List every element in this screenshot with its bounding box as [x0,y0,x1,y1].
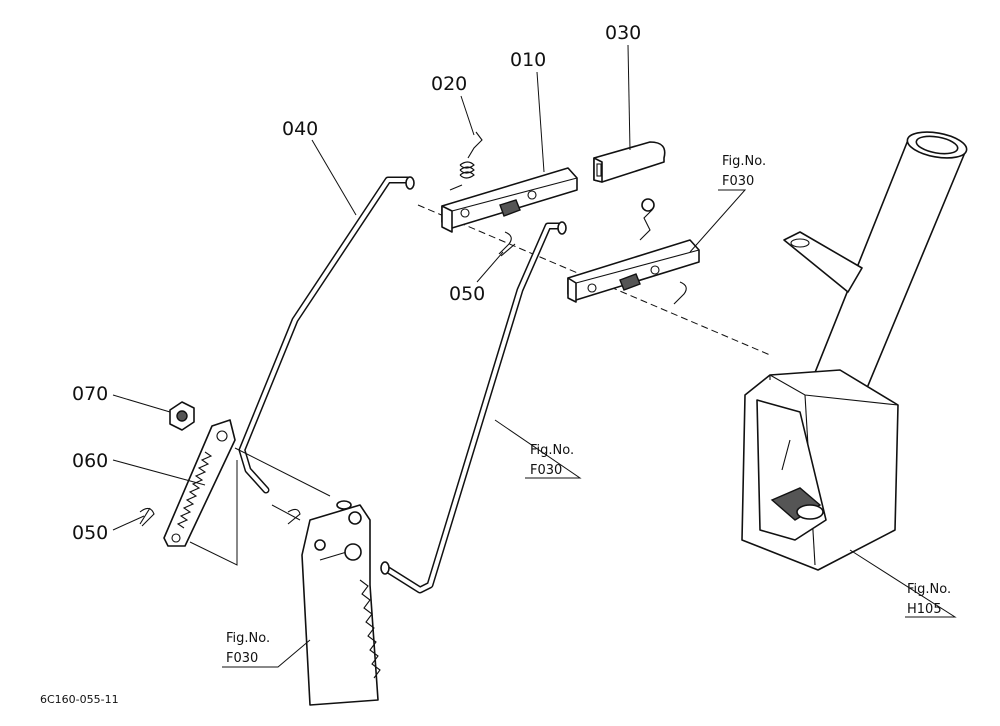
clip-pin-050-lower [139,507,155,527]
fig-ref-bottom-right-number: H105 [907,602,942,617]
clip-pin-050-upper [498,231,516,257]
nut-070 [169,401,195,431]
callout-060: 060 [72,450,108,472]
fig-ref-top-right-number: F030 [722,174,754,189]
fig-ref-top-right-label: Fig.No. [722,154,766,169]
steering-column-bracket [741,131,968,571]
callout-leaders [112,44,957,668]
fig-ref-middle-number: F030 [530,463,562,478]
grip-030 [593,141,666,183]
long-rod [380,221,567,594]
callout-020: 020 [431,73,467,95]
callout-070: 070 [72,383,108,405]
fig-ref-middle-label: Fig.No. [530,443,574,458]
pedal-arm [301,500,381,706]
callout-050-upper: 050 [449,283,485,305]
clip-pin-ref [673,281,687,305]
drawing-code: 6C160-055-11 [40,693,119,706]
callout-040: 040 [282,118,318,140]
callout-050-lower: 050 [72,522,108,544]
lever-plate-010 [441,167,578,233]
fig-ref-bottom-right-label: Fig.No. [907,582,951,597]
fig-ref-bottom-left-number: F030 [226,651,258,666]
spring-020 [449,131,483,191]
small-clip-mid [287,508,301,525]
callout-010: 010 [510,49,546,71]
fig-ref-bottom-left-label: Fig.No. [226,631,270,646]
rod-040 [238,176,415,494]
callout-030: 030 [605,22,641,44]
lever-plate-ref [567,198,700,303]
